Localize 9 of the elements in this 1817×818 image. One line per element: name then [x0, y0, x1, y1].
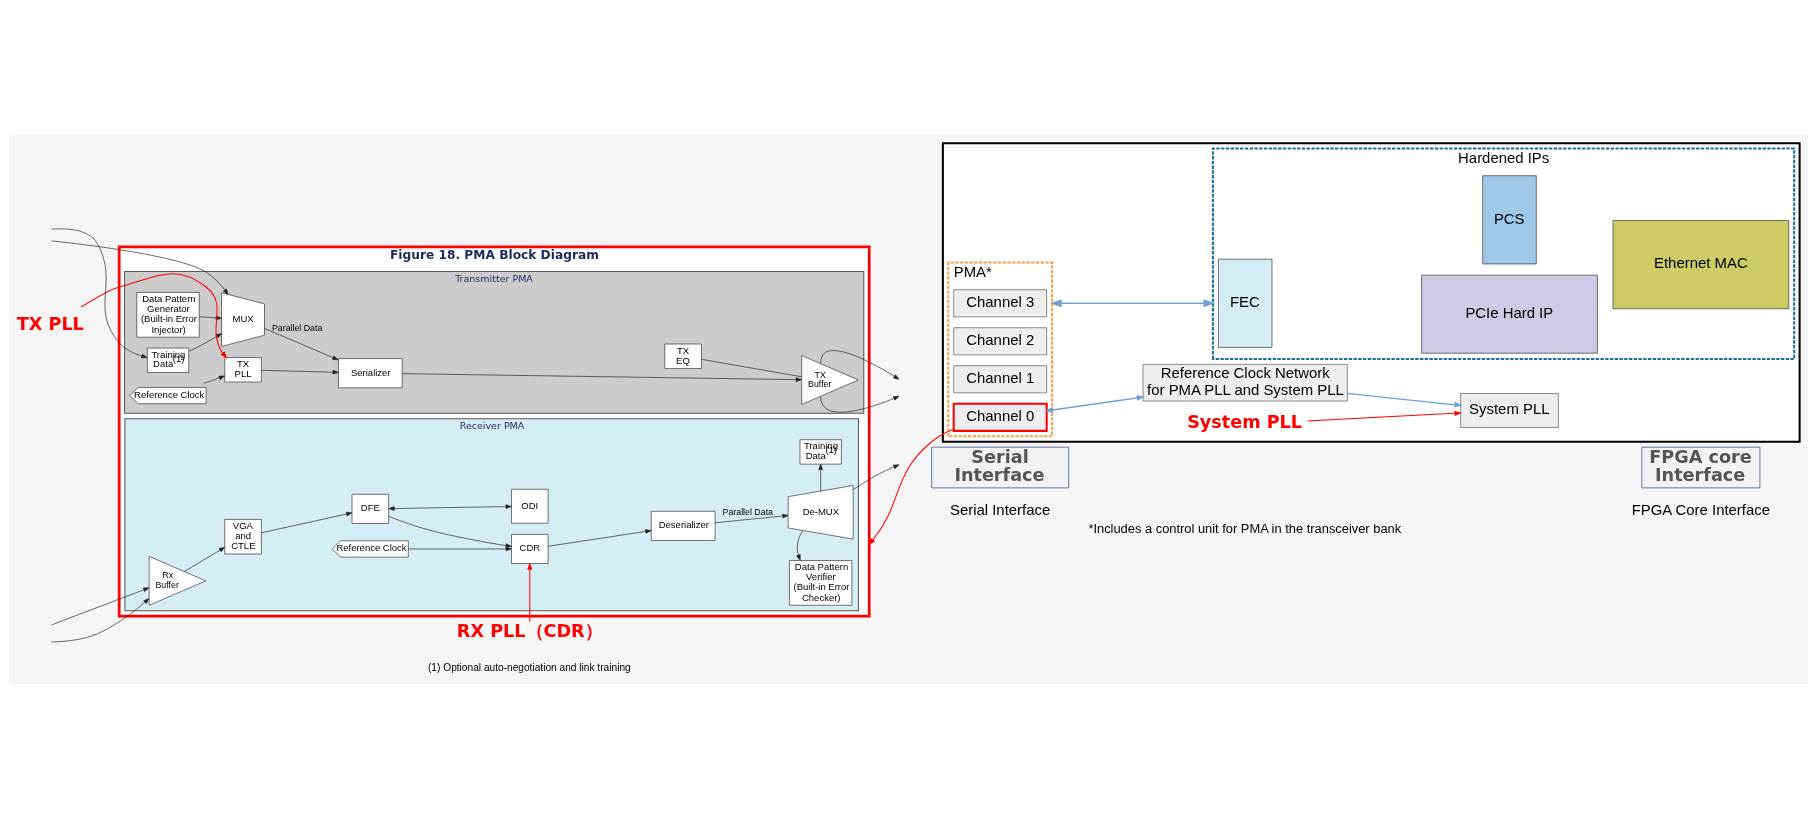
node-text: RX PLL（CDR） [456, 620, 603, 641]
node-text: TX PLL [16, 313, 84, 334]
label: Serial Interface [949, 500, 1051, 518]
label: *Includes a control unit for PMA in the transceiver bank [1088, 520, 1402, 536]
label: FPGA Core Interface [1631, 500, 1771, 518]
edge-label: Parallel Data [722, 506, 773, 517]
label: (1) Optional auto-negotiation and link training [428, 661, 631, 673]
edge-label: Parallel Data [271, 322, 323, 333]
node-text: System PLL [1187, 411, 1303, 432]
